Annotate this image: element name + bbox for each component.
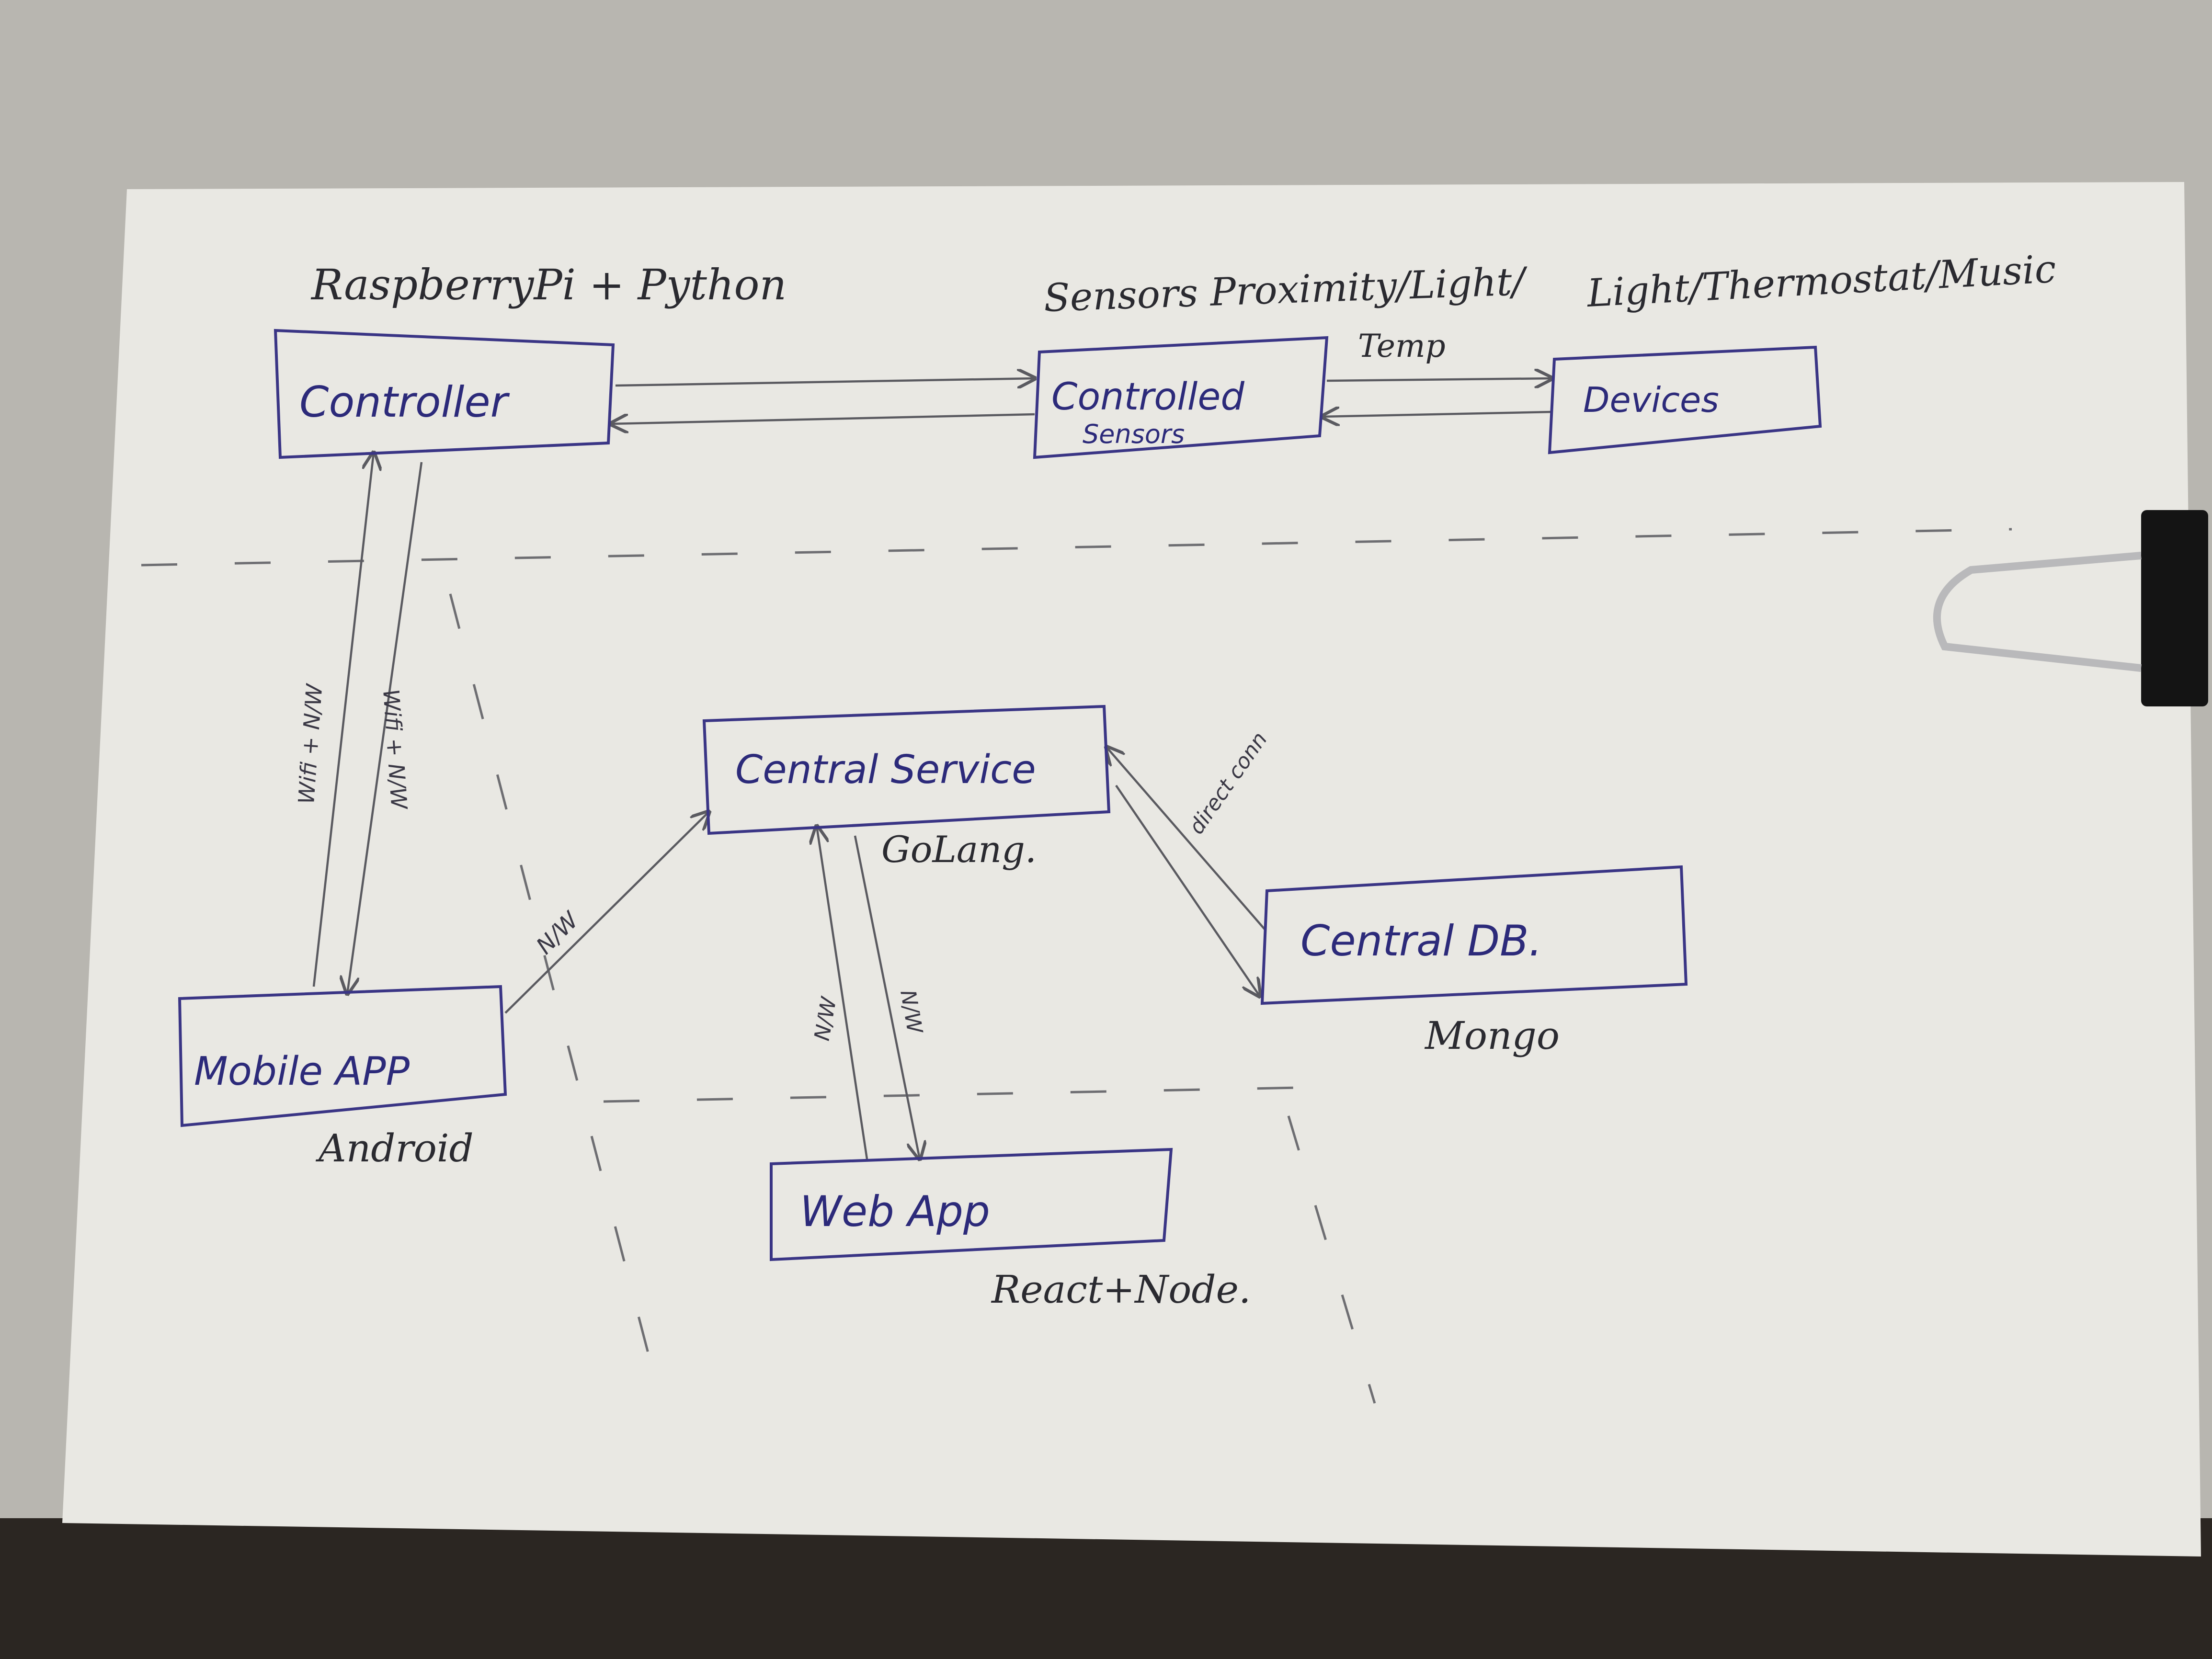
sensors-label-line1: Controlled <box>1051 375 1244 419</box>
central-service-tech-note: GoLang. <box>881 828 1037 871</box>
central-db-label: Central DB. <box>1300 916 1542 966</box>
web-app-box: Web App <box>770 1148 1173 1261</box>
arrow-controller-to-mobile <box>347 462 423 994</box>
devices-label: Devices <box>1583 380 1719 420</box>
arrow-mobile-to-controller <box>312 453 374 987</box>
arrow-sensors-to-devices <box>1326 378 1552 381</box>
arrow-service-to-db <box>1115 784 1260 996</box>
horizontal-separator <box>141 528 2012 567</box>
connectors <box>312 378 1552 1159</box>
devices-box: Devices <box>1548 345 1822 455</box>
mobile-app-label: Mobile APP <box>194 1049 410 1094</box>
mobile-tech-note: Android <box>315 1126 474 1170</box>
paper-sheet <box>62 182 2201 1557</box>
central-service-box: Central Service <box>702 705 1111 835</box>
arrow-web-to-service <box>817 826 868 1159</box>
web-zone-left <box>449 593 658 1385</box>
controller-label: Controller <box>299 377 510 427</box>
arrow-mobile-to-service <box>504 812 709 1014</box>
arrow-devices-to-sensors <box>1322 412 1552 417</box>
db-tech-note: Mongo <box>1424 1013 1560 1058</box>
arrow-db-to-service <box>1106 747 1266 930</box>
arrow-sensors-to-controller <box>611 413 1035 424</box>
arrow-controller-to-sensors <box>615 378 1035 386</box>
arrow-service-to-web <box>854 835 920 1159</box>
controller-box: Controller <box>274 329 615 459</box>
web-zone-top <box>603 1086 1323 1103</box>
central-db-box: Central DB. <box>1260 865 1688 1005</box>
binder-clip <box>1933 510 2208 706</box>
web-app-label: Web App <box>800 1187 990 1236</box>
sensors-label-line2: Sensors <box>1083 419 1185 449</box>
mobile-app-box: Mobile APP <box>178 985 507 1127</box>
central-service-label: Central Service <box>735 747 1036 793</box>
separator-lines <box>141 528 2012 1404</box>
sensor-types-note-line2: Temp <box>1358 328 1446 364</box>
web-tech-note: React+Node. <box>991 1267 1251 1312</box>
sensors-box: Controlled Sensors <box>1033 336 1329 459</box>
controller-tech-note: RaspberryPi + Python <box>310 260 787 309</box>
